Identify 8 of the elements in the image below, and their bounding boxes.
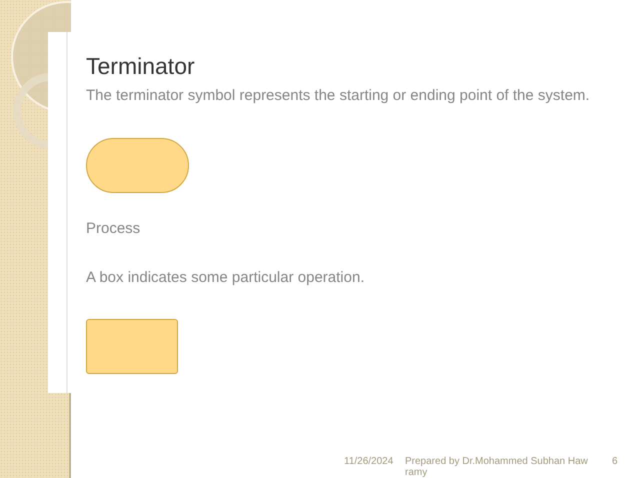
section-heading: Process bbox=[86, 221, 140, 237]
slide-title: Terminator bbox=[86, 53, 195, 80]
process-box bbox=[86, 319, 178, 374]
description-text: A box indicates some particular operation. bbox=[86, 270, 364, 286]
description-text: The terminator symbol represents the starting or ending point of the system. bbox=[86, 88, 590, 104]
page-number: 6 bbox=[612, 456, 618, 467]
author-text: Prepared by Dr.Mohammed Subhan Hawramy bbox=[405, 456, 589, 478]
date-text: 11/26/2024 bbox=[344, 456, 394, 467]
